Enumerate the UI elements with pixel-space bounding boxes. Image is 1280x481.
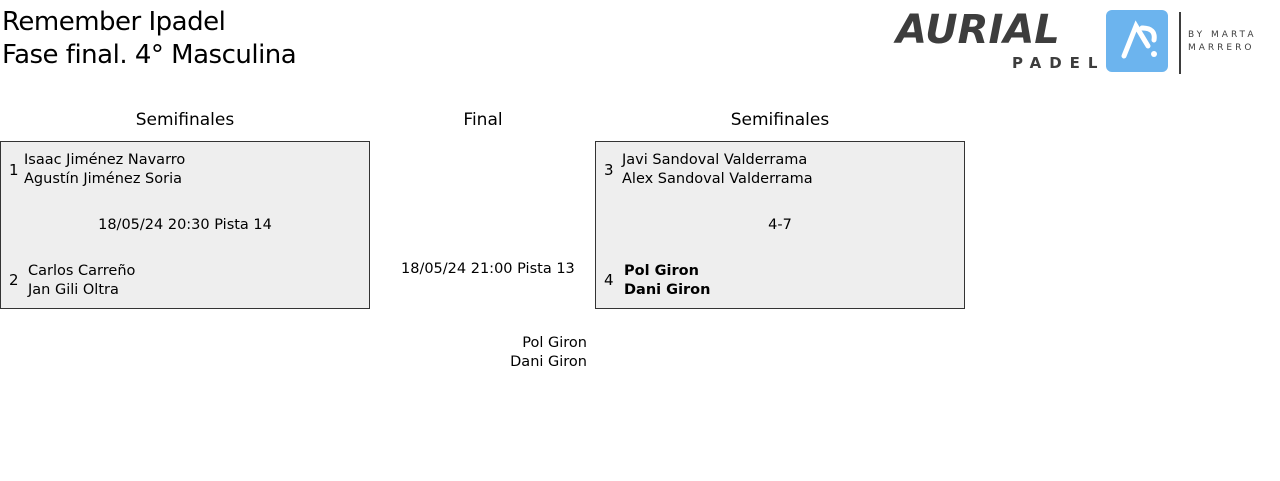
title-line-1: Remember Ipadel [2,7,226,37]
logo-by: BY MARTA [1188,30,1257,40]
player: Alex Sandoval Valderrama [622,171,813,187]
seed: 1 [9,161,19,179]
player: Jan Gili Oltra [28,282,119,298]
seed: 3 [604,161,614,179]
match-info: 18/05/24 20:30 Pista 14 [98,217,272,233]
player: Carlos Carreño [28,263,136,279]
column-header-semis-right: Semifinales [730,110,830,130]
logo-divider [1179,12,1181,74]
player: Dani Giron [510,354,587,370]
seed: 2 [9,271,19,289]
seed: 4 [604,271,614,289]
player: Pol Giron [624,263,699,279]
logo-byline: BY MARTA MARRERO [1188,29,1257,55]
column-header-final: Final [463,110,503,130]
match-score: 4-7 [768,217,792,233]
player: Pol Giron [522,335,587,351]
aurial-padel-logo: AURIAL PADEL BY MARTA MARRERO [896,8,1276,76]
logo-mark-icon [1106,10,1168,72]
player: Javi Sandoval Valderrama [622,152,808,168]
logo-brand: AURIAL [896,7,1060,53]
page-title: Remember Ipadel Fase final. 4° Masculina [2,6,297,72]
title-line-2: Fase final. 4° Masculina [2,40,297,70]
player: Agustín Jiménez Soria [24,171,183,187]
player: Isaac Jiménez Navarro [24,152,186,168]
final-match-info: 18/05/24 21:00 Pista 13 [401,261,575,277]
final-team: Pol Giron Dani Giron [400,334,587,372]
logo-sub: PADEL [1012,54,1106,72]
player: Dani Giron [624,282,711,298]
logo-by2: MARRERO [1188,43,1255,53]
column-header-semis-left: Semifinales [135,110,235,130]
